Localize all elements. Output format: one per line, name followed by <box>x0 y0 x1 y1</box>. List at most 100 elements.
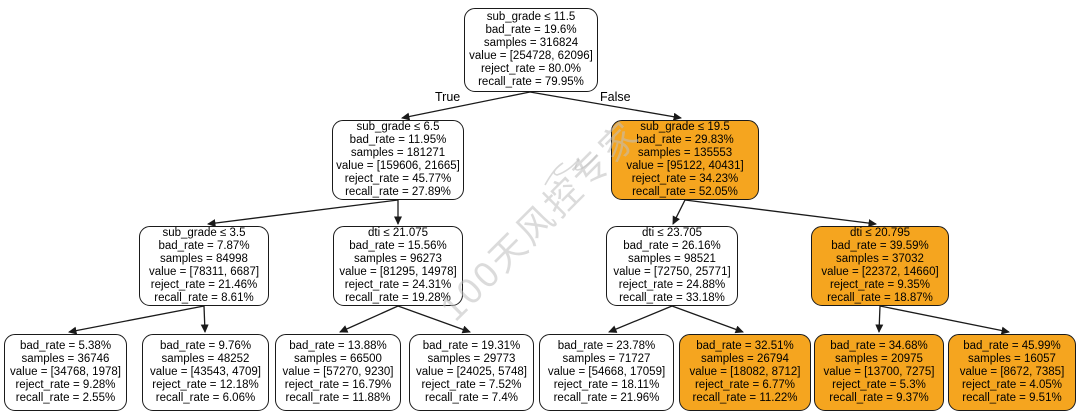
node-value: value = [57270, 9230] <box>282 366 394 378</box>
node-reject-rate: reject_rate = 9.28% <box>15 379 116 391</box>
node-samples: samples = 84998 <box>160 253 248 265</box>
node-recall-rate: recall_rate = 21.96% <box>553 392 660 404</box>
node-reject-rate: reject_rate = 12.18% <box>152 379 259 391</box>
tree-node-d1-left: sub_grade ≤ 6.5 bad_rate = 11.95% sample… <box>332 120 464 200</box>
node-samples: samples = 66500 <box>294 353 382 365</box>
tree-node-d2-4: dti ≤ 20.795 bad_rate = 39.59% samples =… <box>811 226 949 306</box>
edge <box>401 91 531 121</box>
tree-node-d2-2: dti ≤ 21.075 bad_rate = 15.56% samples =… <box>333 226 463 306</box>
tree-node-root: sub_grade ≤ 11.5 bad_rate = 19.6% sample… <box>464 8 598 92</box>
node-condition: dti ≤ 20.795 <box>849 227 911 239</box>
tree-node-d2-3: dti ≤ 23.705 bad_rate = 26.16% samples =… <box>606 226 738 306</box>
edge <box>671 305 744 334</box>
node-condition: sub_grade ≤ 19.5 <box>640 121 730 133</box>
node-samples: samples = 29773 <box>427 353 516 365</box>
node-samples: samples = 48252 <box>161 353 250 365</box>
node-bad-rate: bad_rate = 9.76% <box>159 340 252 352</box>
node-value: value = [54668, 17059] <box>547 366 666 378</box>
edge <box>879 305 1010 335</box>
node-value: value = [81295, 14978] <box>339 266 457 278</box>
node-recall-rate: recall_rate = 7.4% <box>424 392 518 404</box>
node-reject-rate: reject_rate = 34.23% <box>631 173 739 185</box>
node-value: value = [159606, 21665] <box>336 160 460 172</box>
node-recall-rate: recall_rate = 33.18% <box>619 292 725 304</box>
node-condition: sub_grade ≤ 11.5 <box>486 11 576 23</box>
edge <box>684 199 877 228</box>
node-reject-rate: reject_rate = 18.11% <box>553 379 660 391</box>
node-reject-rate: reject_rate = 24.88% <box>618 279 726 291</box>
edge <box>529 91 682 121</box>
edge <box>207 199 399 228</box>
node-bad-rate: bad_rate = 29.83% <box>636 134 734 146</box>
node-recall-rate: recall_rate = 19.28% <box>345 292 451 304</box>
edge <box>608 305 673 333</box>
node-bad-rate: bad_rate = 45.99% <box>963 340 1061 352</box>
edge <box>875 305 884 333</box>
node-reject-rate: reject_rate = 16.79% <box>284 379 392 391</box>
node-bad-rate: bad_rate = 7.87% <box>158 240 250 252</box>
node-recall-rate: recall_rate = 11.22% <box>692 392 798 404</box>
node-value: value = [78311, 6687] <box>148 266 260 278</box>
node-samples: samples = 37032 <box>836 253 924 265</box>
node-bad-rate: bad_rate = 23.78% <box>557 340 656 352</box>
node-value: value = [13700, 7275] <box>823 366 935 378</box>
edge-label-true: True <box>435 90 461 104</box>
tree-leaf-2: bad_rate = 9.76% samples = 48252 value =… <box>142 334 269 411</box>
edge-label-false: False <box>600 90 631 104</box>
node-bad-rate: bad_rate = 34.68% <box>830 340 928 352</box>
edge <box>339 305 399 333</box>
tree-node-d2-1: sub_grade ≤ 3.5 bad_rate = 7.87% samples… <box>139 226 269 306</box>
node-bad-rate: bad_rate = 19.31% <box>422 340 521 352</box>
node-value: value = [8672, 7385] <box>959 366 1065 378</box>
node-reject-rate: reject_rate = 9.35% <box>829 279 931 291</box>
edge <box>68 305 205 335</box>
tree-leaf-5: bad_rate = 23.78% samples = 71727 value … <box>539 334 674 411</box>
node-value: value = [95122, 40431] <box>626 160 744 172</box>
node-value: value = [43543, 4709] <box>150 366 261 378</box>
node-condition: dti ≤ 23.705 <box>641 227 703 239</box>
node-samples: samples = 316824 <box>483 37 579 49</box>
watermark-signature <box>544 154 598 186</box>
node-value: value = [254728, 62096] <box>469 50 593 62</box>
node-recall-rate: recall_rate = 79.95% <box>478 76 584 88</box>
node-recall-rate: recall_rate = 18.87% <box>827 292 933 304</box>
node-condition: dti ≤ 21.075 <box>367 227 429 239</box>
node-value: value = [24025, 5748] <box>416 366 527 378</box>
node-recall-rate: recall_rate = 6.06% <box>155 392 256 404</box>
node-samples: samples = 135553 <box>637 147 733 159</box>
node-condition: sub_grade ≤ 3.5 <box>162 227 246 239</box>
node-samples: samples = 96273 <box>354 253 442 265</box>
node-samples: samples = 36746 <box>21 353 110 365</box>
node-bad-rate: bad_rate = 39.59% <box>831 240 929 252</box>
node-reject-rate: reject_rate = 45.77% <box>344 173 452 185</box>
node-reject-rate: reject_rate = 4.05% <box>961 379 1063 391</box>
node-recall-rate: recall_rate = 11.88% <box>285 392 391 404</box>
edge <box>200 305 209 333</box>
node-bad-rate: bad_rate = 13.88% <box>289 340 387 352</box>
node-bad-rate: bad_rate = 26.16% <box>623 240 721 252</box>
node-bad-rate: bad_rate = 19.6% <box>485 24 577 36</box>
node-value: value = [72750, 25771] <box>613 266 731 278</box>
node-reject-rate: reject_rate = 24.31% <box>344 279 452 291</box>
node-bad-rate: bad_rate = 11.95% <box>349 134 447 146</box>
tree-leaf-6: bad_rate = 32.51% samples = 26794 value … <box>679 334 811 411</box>
node-recall-rate: recall_rate = 52.05% <box>632 186 738 198</box>
node-bad-rate: bad_rate = 32.51% <box>696 340 794 352</box>
tree-leaf-1: bad_rate = 5.38% samples = 36746 value =… <box>4 334 127 411</box>
node-recall-rate: recall_rate = 9.37% <box>829 392 929 404</box>
node-reject-rate: reject_rate = 6.77% <box>694 379 796 391</box>
node-recall-rate: recall_rate = 9.51% <box>962 392 1062 404</box>
node-recall-rate: recall_rate = 27.89% <box>345 186 451 198</box>
node-samples: samples = 20975 <box>835 353 923 365</box>
node-value: value = [34768, 1978] <box>10 366 121 378</box>
node-value: value = [18082, 8712] <box>689 366 801 378</box>
node-samples: samples = 181271 <box>350 147 446 159</box>
node-reject-rate: reject_rate = 7.52% <box>421 379 522 391</box>
edge <box>672 199 686 225</box>
node-reject-rate: reject_rate = 5.3% <box>832 379 926 391</box>
node-samples: samples = 71727 <box>562 353 651 365</box>
node-condition: sub_grade ≤ 6.5 <box>356 121 440 133</box>
tree-node-d1-right: sub_grade ≤ 19.5 bad_rate = 29.83% sampl… <box>611 120 759 200</box>
tree-leaf-4: bad_rate = 19.31% samples = 29773 value … <box>409 334 534 411</box>
